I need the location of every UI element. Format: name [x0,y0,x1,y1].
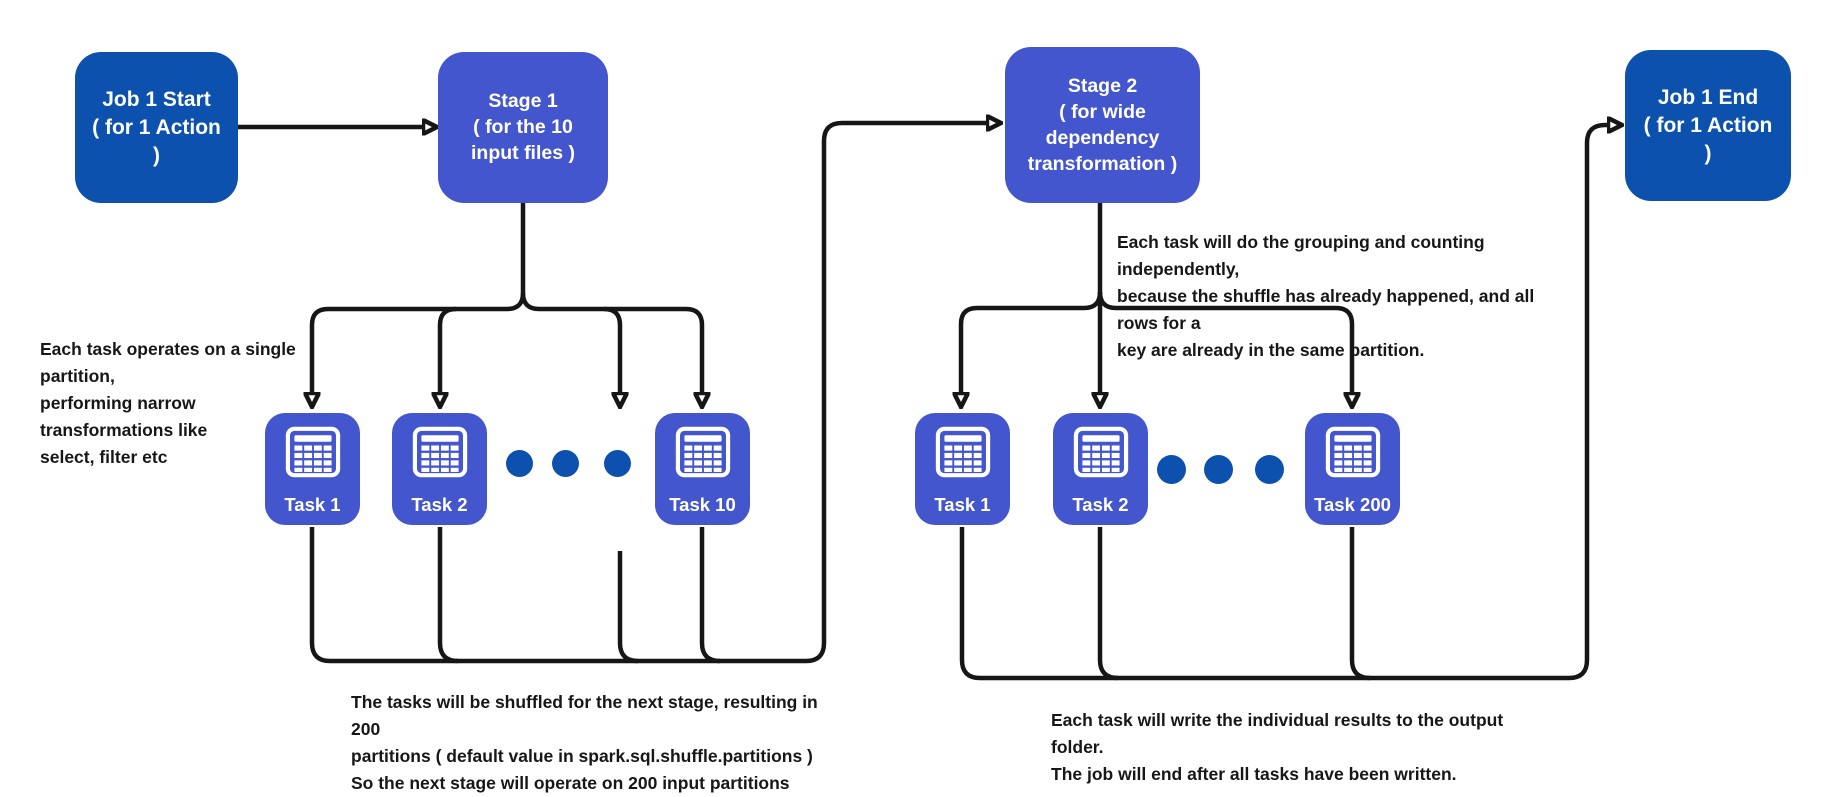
edge-output-feeder-task2 [1097,527,1119,681]
connector-lines [238,0,1835,681]
job1-start-title: Job 1 Start [102,88,211,112]
ellipsis-dot [604,450,631,477]
task-label: Task 200 [1314,494,1391,515]
spark-job-execution-diagram: Job 1 Start ( for 1 Action ) Stage 1 ( f… [40,0,1835,793]
edge-shuffle-feeder-task2 [437,527,459,664]
ellipsis-dot [506,450,533,477]
node-job1-start: Job 1 Start ( for 1 Action ) [75,52,238,203]
stage1-title: Stage 1 [488,90,558,113]
table-grid-icon [675,426,730,478]
ellipsis-dot [1204,455,1233,484]
task-label: Task 1 [934,494,991,515]
edge-stage2-to-task200 [1097,291,1352,394]
edge-stage1-to-dots [603,306,620,394]
table-grid-icon [1325,426,1380,478]
edge-shuffle-bus-to-stage2 [309,123,988,664]
edge-shuffle-feeder-task10 [699,527,721,664]
table-grid-icon [935,426,990,478]
note-output-write: Each task will write the individual resu… [1051,710,1504,784]
note-grouping-counting: Each task will do the grouping and count… [1117,232,1535,360]
edge-output-bus-to-jobend [959,125,1609,681]
node-stage2: Stage 2 ( for wide dependency transforma… [1005,47,1200,203]
edge-stage1-to-task1 [312,292,526,394]
stage1-task-1: Task 1 [265,413,360,525]
edge-shuffle-feeder-dots [617,551,639,664]
stage1-task-10: Task 10 [655,413,750,525]
note-shuffle-partitions: The tasks will be shuffled for the next … [351,692,818,793]
job1-end-title: Job 1 End [1657,86,1759,110]
stage1-subtitle: ( for the 10 input files ) [471,116,575,165]
stage2-task-2: Task 2 [1053,413,1148,525]
task-label: Task 2 [411,494,468,515]
task-label: Task 10 [669,494,736,515]
node-job1-end: Job 1 End ( for 1 Action ) [1625,50,1791,201]
table-grid-icon [412,426,467,478]
node-stage1: Stage 1 ( for the 10 input files ) [438,52,608,203]
edge-stage2-to-task1 [961,291,1103,394]
edge-output-feeder-task200 [1349,527,1371,681]
table-grid-icon [285,426,340,478]
task-label: Task 2 [1072,494,1129,515]
stage1-task-2: Task 2 [392,413,487,525]
table-grid-icon [1073,426,1128,478]
task-label: Task 1 [284,494,341,515]
stage2-task-200: Task 200 [1305,413,1400,525]
job1-start-subtitle: ( for 1 Action ) [92,116,221,168]
job1-end-subtitle: ( for 1 Action ) [1643,114,1773,166]
ellipsis-dot [1255,455,1284,484]
ellipsis-dot [552,450,579,477]
stage2-title: Stage 2 [1067,74,1138,97]
edge-stage1-to-task2 [440,306,457,394]
edge-stage1-to-task10 [520,292,702,394]
stage2-task-1: Task 1 [915,413,1010,525]
ellipsis-dot [1157,455,1186,484]
stage2-subtitle: ( for wide dependency transformation ) [1027,101,1178,175]
note-narrow-transformations: Each task operates on a single partition… [40,339,296,467]
